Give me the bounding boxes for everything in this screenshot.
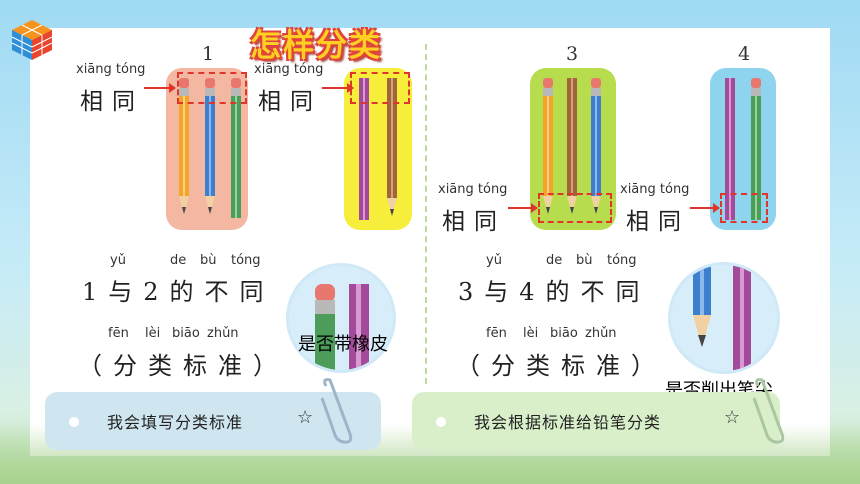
same-pinyin-1: xiāng tóng: [76, 62, 146, 77]
same-label-1: 相同: [80, 89, 144, 115]
std-pinyin-r1: fēn: [486, 326, 507, 341]
task-card-2[interactable]: 我会根据标准给铅笔分类 ☆: [412, 392, 780, 450]
same-label-2: 相同: [258, 89, 322, 115]
pencil-orange: [179, 78, 189, 214]
paperclip-icon: [320, 378, 353, 444]
standard-text-2: （分类标准）: [456, 352, 666, 380]
pencil-brown: [387, 78, 397, 216]
same-pinyin-2: xiāng tóng: [254, 62, 324, 77]
rubiks-cube-icon: [11, 20, 53, 60]
pencil-green-4: [751, 78, 761, 220]
difference-text-2: 3与4的不同: [458, 278, 651, 306]
std-pinyin-3: biāo: [172, 326, 200, 341]
paperclip-icon: [752, 378, 785, 444]
std-pinyin-1: fēn: [108, 326, 129, 341]
diff-pinyin-r3: bù: [576, 253, 593, 268]
arrow-1: [144, 83, 176, 93]
std-pinyin-r2: lèi: [523, 326, 539, 341]
task-text-2: 我会根据标准给铅笔分类: [474, 413, 662, 432]
std-pinyin-r4: zhǔn: [585, 326, 617, 341]
pencil-purple-4: [725, 78, 735, 220]
std-pinyin-r3: biāo: [550, 326, 578, 341]
diff-pinyin-1: yǔ: [110, 253, 126, 268]
task-text-1: 我会填写分类标准: [107, 413, 244, 432]
arrow-3: [508, 203, 538, 213]
center-divider: [425, 44, 427, 384]
star-icon[interactable]: ☆: [297, 407, 314, 428]
eraser-zoom-circle: [286, 263, 396, 373]
diff-pinyin-r1: yǔ: [486, 253, 502, 268]
standard-text-1: （分类标准）: [78, 352, 288, 380]
bullet-dot: [436, 417, 446, 427]
pencil-green: [231, 78, 241, 218]
diff-pinyin-3: bù: [200, 253, 217, 268]
star-icon[interactable]: ☆: [724, 407, 741, 428]
bullet-dot: [69, 417, 79, 427]
pencil-brown-3: [567, 78, 577, 214]
tip-zoom-circle: [668, 262, 780, 374]
same-pinyin-3: xiāng tóng: [438, 182, 508, 197]
page-title: 怎样分类: [250, 28, 382, 64]
pencil-purple: [359, 78, 369, 220]
std-pinyin-4: zhǔn: [207, 326, 239, 341]
task-card-1[interactable]: 我会填写分类标准 ☆: [45, 392, 381, 450]
highlight-bottom-4: [720, 193, 768, 223]
diff-pinyin-4: tóng: [231, 253, 261, 268]
same-label-3: 相同: [442, 209, 506, 235]
group-3-number: 3: [566, 43, 579, 65]
pencil-group-2: [344, 68, 412, 230]
difference-text-1: 1与2的不同: [82, 278, 275, 306]
arrow-4: [690, 203, 720, 213]
std-pinyin-2: lèi: [145, 326, 161, 341]
content-panel: [30, 28, 830, 456]
pencil-blue-3: [591, 78, 601, 214]
diff-pinyin-r4: tóng: [607, 253, 637, 268]
same-pinyin-4: xiāng tóng: [620, 182, 690, 197]
pencil-orange-3: [543, 78, 553, 214]
arrow-2: [322, 83, 354, 93]
diff-pinyin-2: de: [170, 253, 187, 268]
highlight-top-2: [350, 72, 410, 104]
highlight-tips-3: [538, 193, 612, 223]
group-1-number: 1: [202, 43, 215, 65]
pencil-blue: [205, 78, 215, 214]
group-4-number: 4: [738, 43, 751, 65]
highlight-erasers-1: [177, 72, 247, 104]
hint-label-1: 是否带橡皮: [298, 334, 388, 355]
same-label-4: 相同: [626, 209, 690, 235]
diff-pinyin-r2: de: [546, 253, 563, 268]
